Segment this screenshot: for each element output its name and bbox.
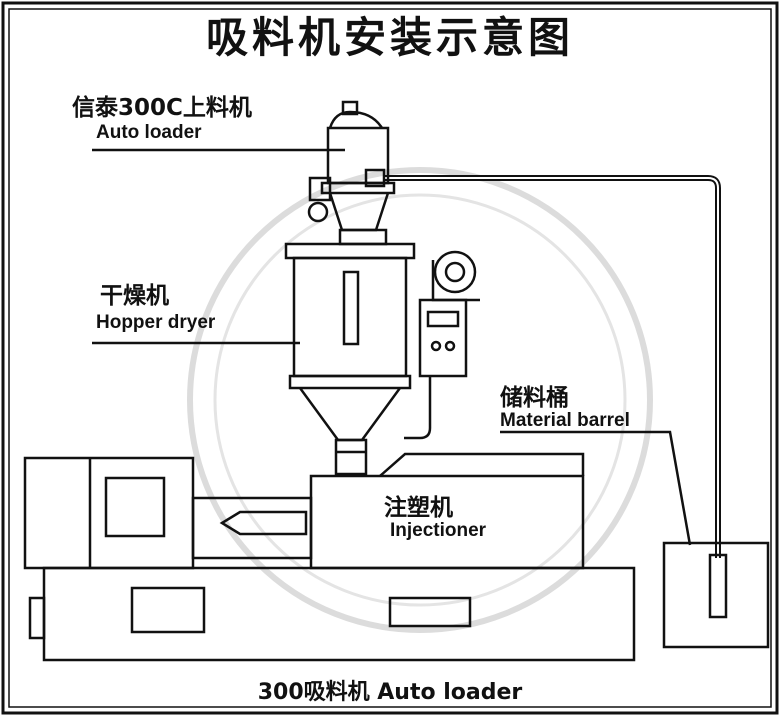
base-side-panel [28,596,46,640]
base-window-left [130,586,206,634]
loader-neck [338,228,388,246]
dryer-flange [288,374,412,390]
clamp-window [104,476,166,538]
control-panel [426,310,460,328]
loader-inlet [364,168,386,188]
barrel-level-window [708,553,728,619]
barrel-guard [191,496,313,560]
injectioner-label-en: Injectioner [390,520,487,541]
blower-fan [433,250,477,294]
auto-loader-label-en: Auto loader [96,122,202,143]
diagram-title: 吸料机安装示意图 [205,13,574,62]
material-barrel-label-zh: 储料桶 [500,385,569,411]
material-barrel-label-en: Material barrel [500,410,630,431]
material-barrel [662,541,770,649]
conveying-pipe-core [385,177,719,558]
loader-cap [341,100,359,116]
base-window-right [388,596,472,628]
hot-air-pipe [404,376,432,440]
control-box [418,298,468,378]
blower-hub [444,261,466,283]
dryer-sight-glass [342,270,360,346]
injectioner-label-zh: 注塑机 [384,495,453,521]
auto-loader-label-zh: 信泰300C上料机 [72,95,252,121]
loader-motor [308,176,332,202]
dryer-lid [284,242,416,260]
hopper-dryer-label-en: Hopper dryer [96,312,216,333]
control-button-right [444,340,456,352]
hopper-dryer-label-zh: 干燥机 [100,283,169,309]
inner-frame [8,8,772,708]
loader-valve [307,201,329,223]
dryer-body [292,256,408,378]
watermark-circle [187,167,653,633]
loader-dome [328,110,384,129]
bottom-caption: 300吸料机 Auto loader [257,680,523,705]
dryer-throat [334,438,368,476]
dryer-cone [298,387,402,442]
nozzle [219,510,308,536]
watermark-inner-circle [213,193,627,607]
injection-unit-top [379,452,585,477]
control-button-left [430,340,442,352]
material-barrel-leader [500,430,692,546]
clamp-unit [23,456,195,570]
loader-flange [320,181,396,195]
